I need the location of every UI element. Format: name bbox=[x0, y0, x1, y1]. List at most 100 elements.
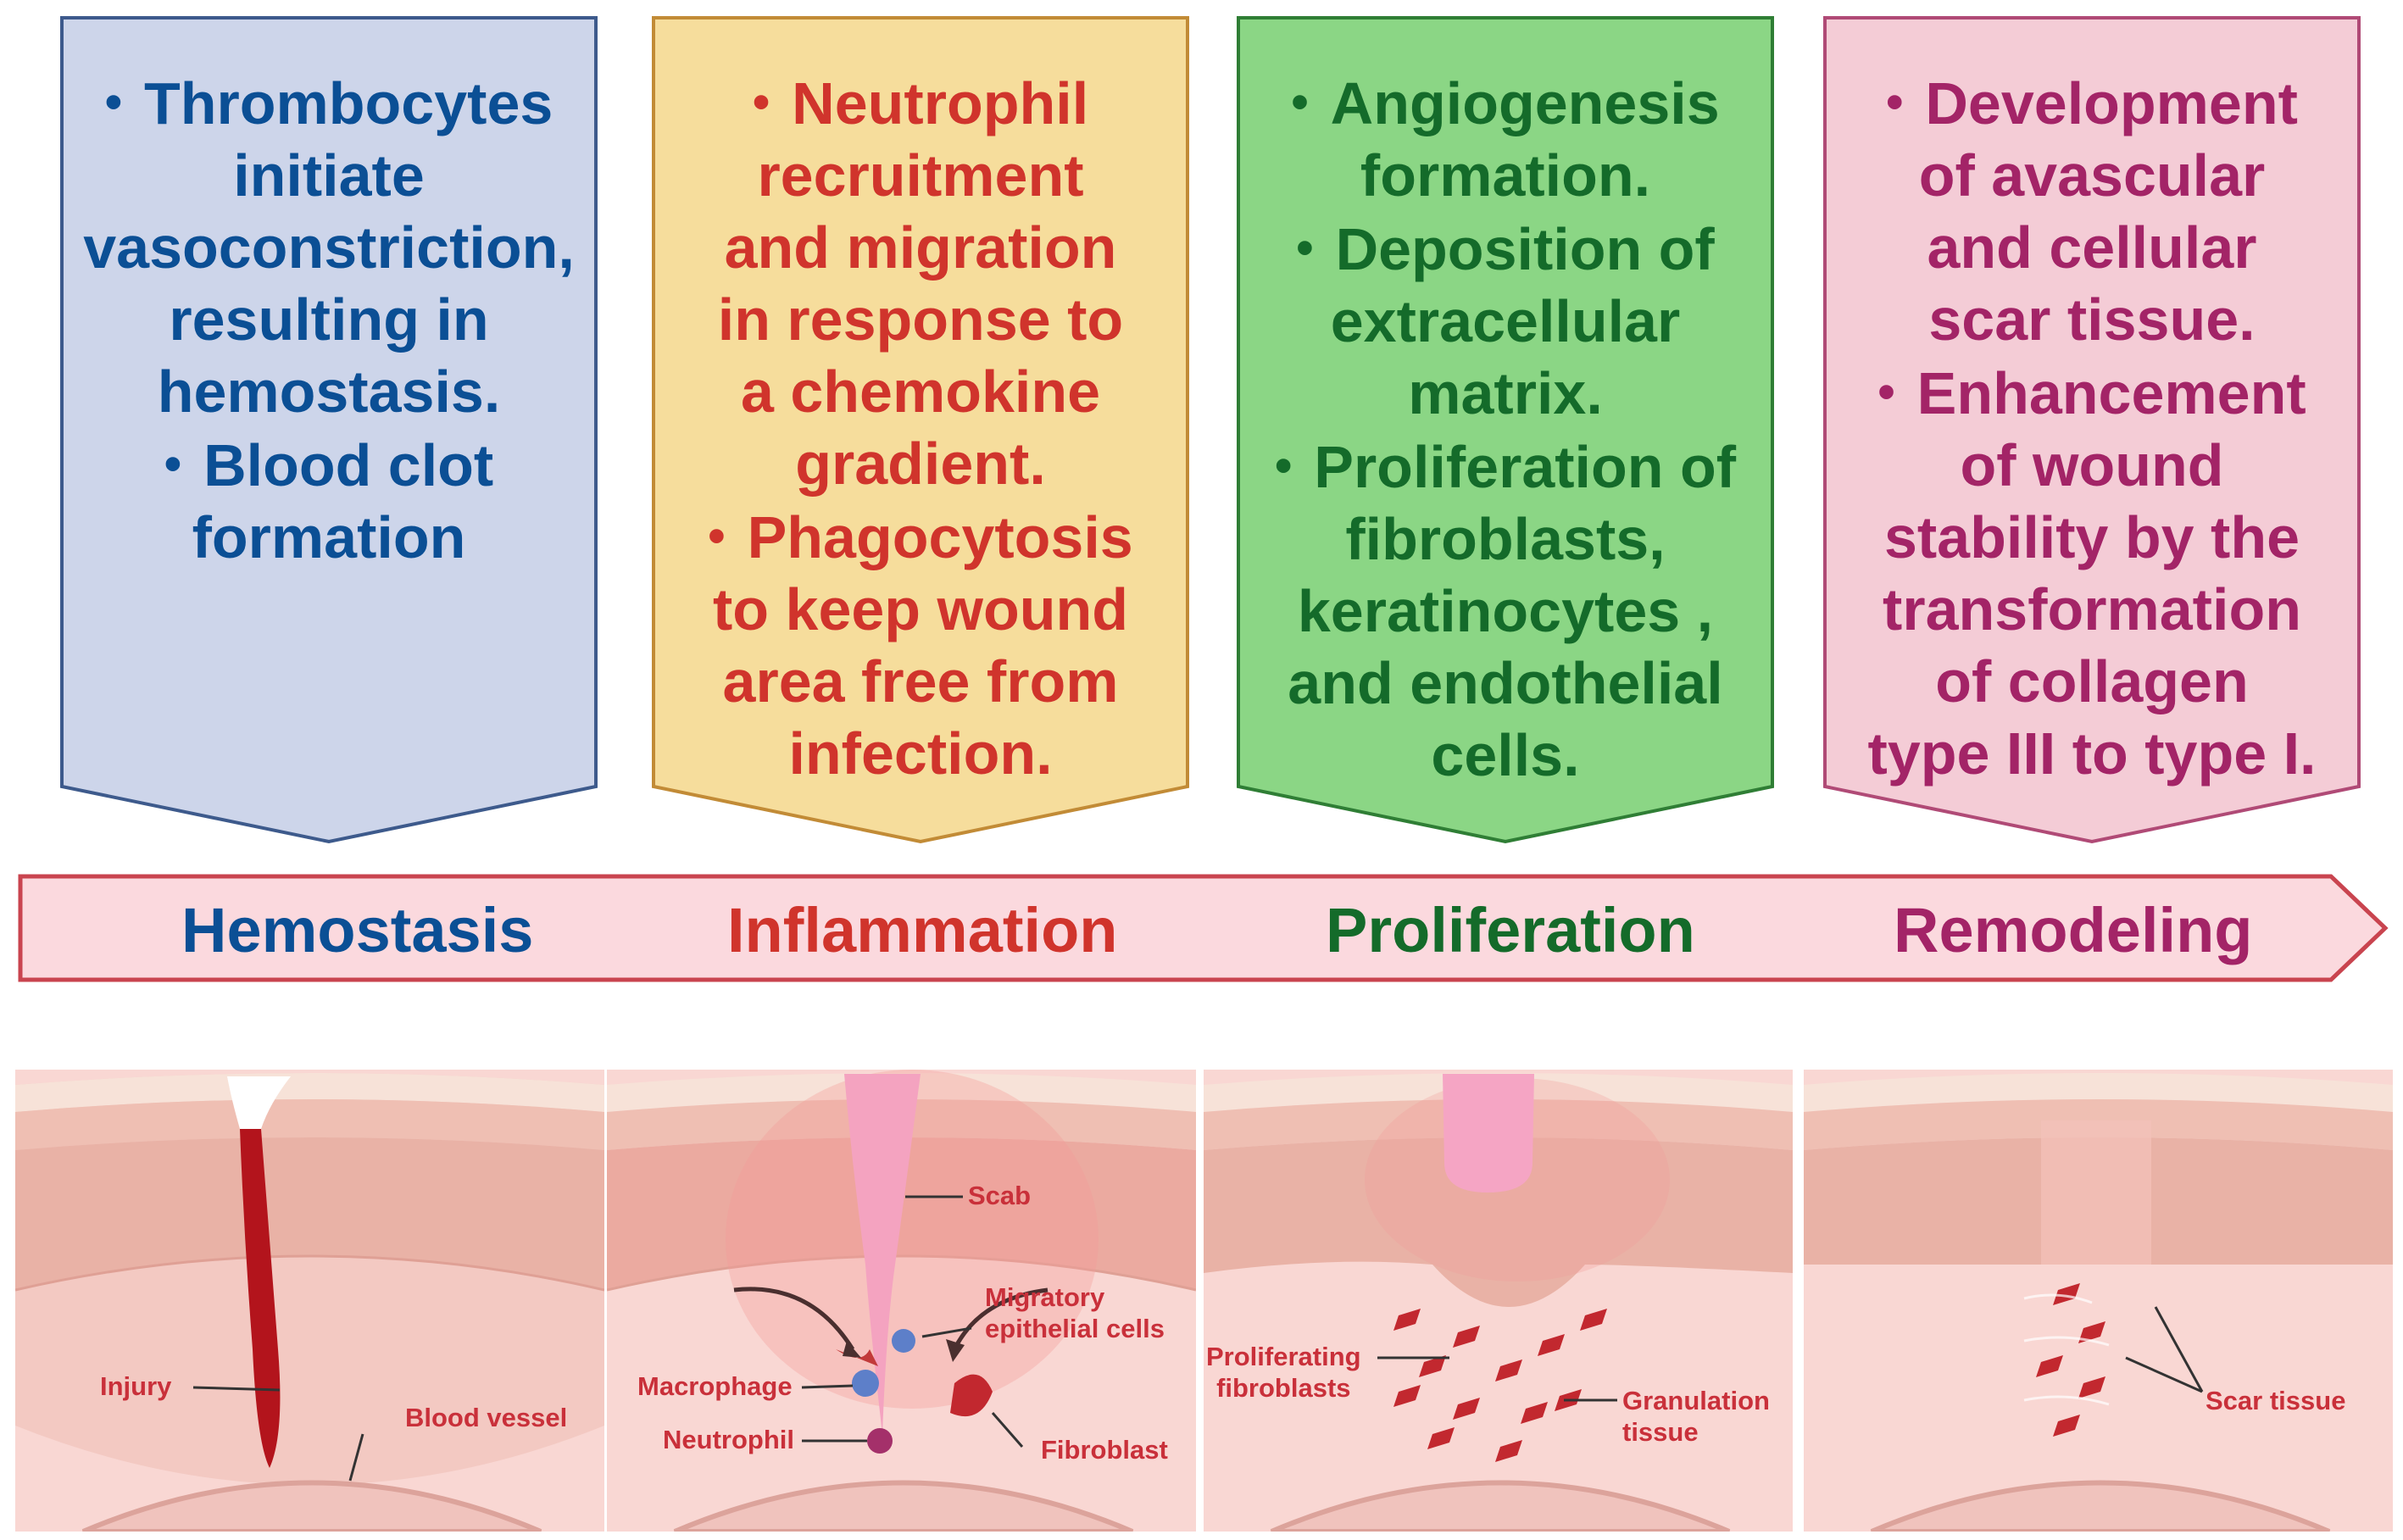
bullet-line: vasoconstriction, bbox=[83, 214, 575, 281]
bullet-dot-icon: • bbox=[1886, 75, 1904, 130]
bullet-line: Phagocytosis bbox=[747, 504, 1133, 570]
scab-shape bbox=[1443, 1074, 1534, 1193]
remodeling-box-shape bbox=[1823, 16, 2361, 844]
label-fibroblast: Fibroblast bbox=[1041, 1435, 1168, 1465]
bullet-line: infection. bbox=[788, 720, 1053, 787]
bullet-line: Deposition of bbox=[1335, 216, 1715, 282]
bullet-dot-icon: • bbox=[1291, 75, 1309, 130]
bullet-line: recruitment bbox=[757, 142, 1084, 208]
label-scar-tissue: Scar tissue bbox=[2206, 1386, 2346, 1415]
fibroblast-cell bbox=[950, 1374, 993, 1417]
bullet-line: stability by the bbox=[1883, 504, 2300, 570]
bullet-dot-icon: • bbox=[1877, 364, 1895, 420]
label-neutrophil: Neutrophil bbox=[663, 1425, 794, 1454]
bullet-line: to keep wound bbox=[713, 576, 1128, 642]
inflammation-skin-cross-section bbox=[607, 1070, 1196, 1532]
macrophage-cell bbox=[852, 1370, 879, 1397]
bullet-line: scar tissue. bbox=[1928, 286, 2256, 353]
bullet-line: matrix. bbox=[1408, 360, 1603, 426]
label-scab: Scab bbox=[968, 1181, 1032, 1210]
clot-plug bbox=[227, 1076, 291, 1129]
cell-1 bbox=[892, 1329, 915, 1353]
scar-tissue-fibroblasts bbox=[2036, 1283, 2105, 1437]
bullet-line: in response to bbox=[717, 286, 1124, 353]
bullet-line: and cellular bbox=[1927, 214, 2257, 281]
remodeling-skin-cross-section bbox=[1804, 1070, 2393, 1532]
bullet-line: initiate bbox=[233, 142, 425, 208]
phase-label-remodeling: Remodeling bbox=[1894, 895, 2253, 965]
bullet-line: extracellular bbox=[1330, 288, 1681, 354]
bullet-line: keratinocytes , bbox=[1297, 578, 1714, 644]
bullet-line: transformation bbox=[1883, 576, 2301, 642]
label-granulation-tissue: Granulation tissue bbox=[1622, 1386, 1770, 1447]
bullet-line: and endothelial bbox=[1288, 650, 1723, 716]
label-migratory-epithelial-cells: Migratory epithelial cells bbox=[985, 1282, 1165, 1343]
injury-wound bbox=[240, 1129, 281, 1468]
bullet-line: Enhancement bbox=[1916, 360, 2306, 426]
bullet-line: Thrombocytes bbox=[144, 70, 553, 136]
neutrophil-cell bbox=[867, 1428, 893, 1454]
bullet-line: Blood clot bbox=[203, 432, 494, 498]
bullet-line: hemostasis. bbox=[157, 359, 501, 425]
bullet-line: Development bbox=[1925, 70, 2298, 136]
bullet-line: gradient. bbox=[795, 431, 1046, 497]
bullet-line: fibroblasts, bbox=[1345, 506, 1666, 572]
bullet-line: Neutrophil bbox=[792, 70, 1089, 136]
bullet-line: of wound bbox=[1960, 432, 2224, 498]
hemostasis-skin-cross-section bbox=[15, 1070, 604, 1532]
timeline-arrow bbox=[18, 874, 2389, 982]
hemostasis-box-shape bbox=[60, 16, 598, 844]
bullet-line: Proliferation of bbox=[1314, 434, 1737, 500]
inflammation-illustration: Scab Migratory epithelial cells Macropha… bbox=[607, 1070, 1196, 1532]
remodeling-illustration: Scar tissue bbox=[1804, 1070, 2393, 1532]
label-injury: Injury bbox=[100, 1371, 172, 1401]
bullet-line: resulting in bbox=[169, 286, 489, 353]
proliferation-illustration: Proliferating fibroblasts Granulation ti… bbox=[1204, 1070, 1793, 1532]
bullet-line: and migration bbox=[724, 214, 1117, 281]
hemostasis-illustration: Injury Blood vessel bbox=[15, 1070, 604, 1532]
label-proliferating-fibroblasts: Proliferating fibroblasts bbox=[1206, 1342, 1361, 1403]
bullet-line: formation. bbox=[1360, 142, 1651, 208]
bullet-dot-icon: • bbox=[708, 509, 726, 564]
bullet-line: Angiogenesis bbox=[1330, 70, 1720, 136]
phase-label-hemostasis: Hemostasis bbox=[181, 895, 534, 965]
bullet-dot-icon: • bbox=[164, 436, 182, 492]
bullet-line: formation bbox=[192, 504, 466, 570]
label-blood-vessel: Blood vessel bbox=[405, 1403, 568, 1432]
inflammation-box-shape bbox=[652, 16, 1189, 844]
bullet-line: a chemokine bbox=[740, 359, 1101, 425]
bullet-line: area free from bbox=[722, 648, 1119, 714]
label-macrophage: Macrophage bbox=[637, 1371, 793, 1401]
bullet-line: of avascular bbox=[1918, 142, 2266, 208]
phase-label-inflammation: Inflammation bbox=[727, 895, 1118, 965]
bullet-line: type III to type I. bbox=[1867, 720, 2317, 787]
bullet-line: cells. bbox=[1431, 722, 1580, 788]
bullet-dot-icon: • bbox=[752, 75, 770, 130]
bullet-dot-icon: • bbox=[1274, 438, 1293, 493]
phase-label-proliferation: Proliferation bbox=[1326, 895, 1695, 965]
scab-shape bbox=[844, 1074, 921, 1434]
proliferating-fibroblasts bbox=[1393, 1309, 1607, 1462]
bullet-dot-icon: • bbox=[104, 75, 122, 130]
proliferation-box-shape bbox=[1237, 16, 1774, 844]
bullet-line: of collagen bbox=[1935, 648, 2249, 714]
proliferation-skin-cross-section bbox=[1204, 1070, 1793, 1532]
